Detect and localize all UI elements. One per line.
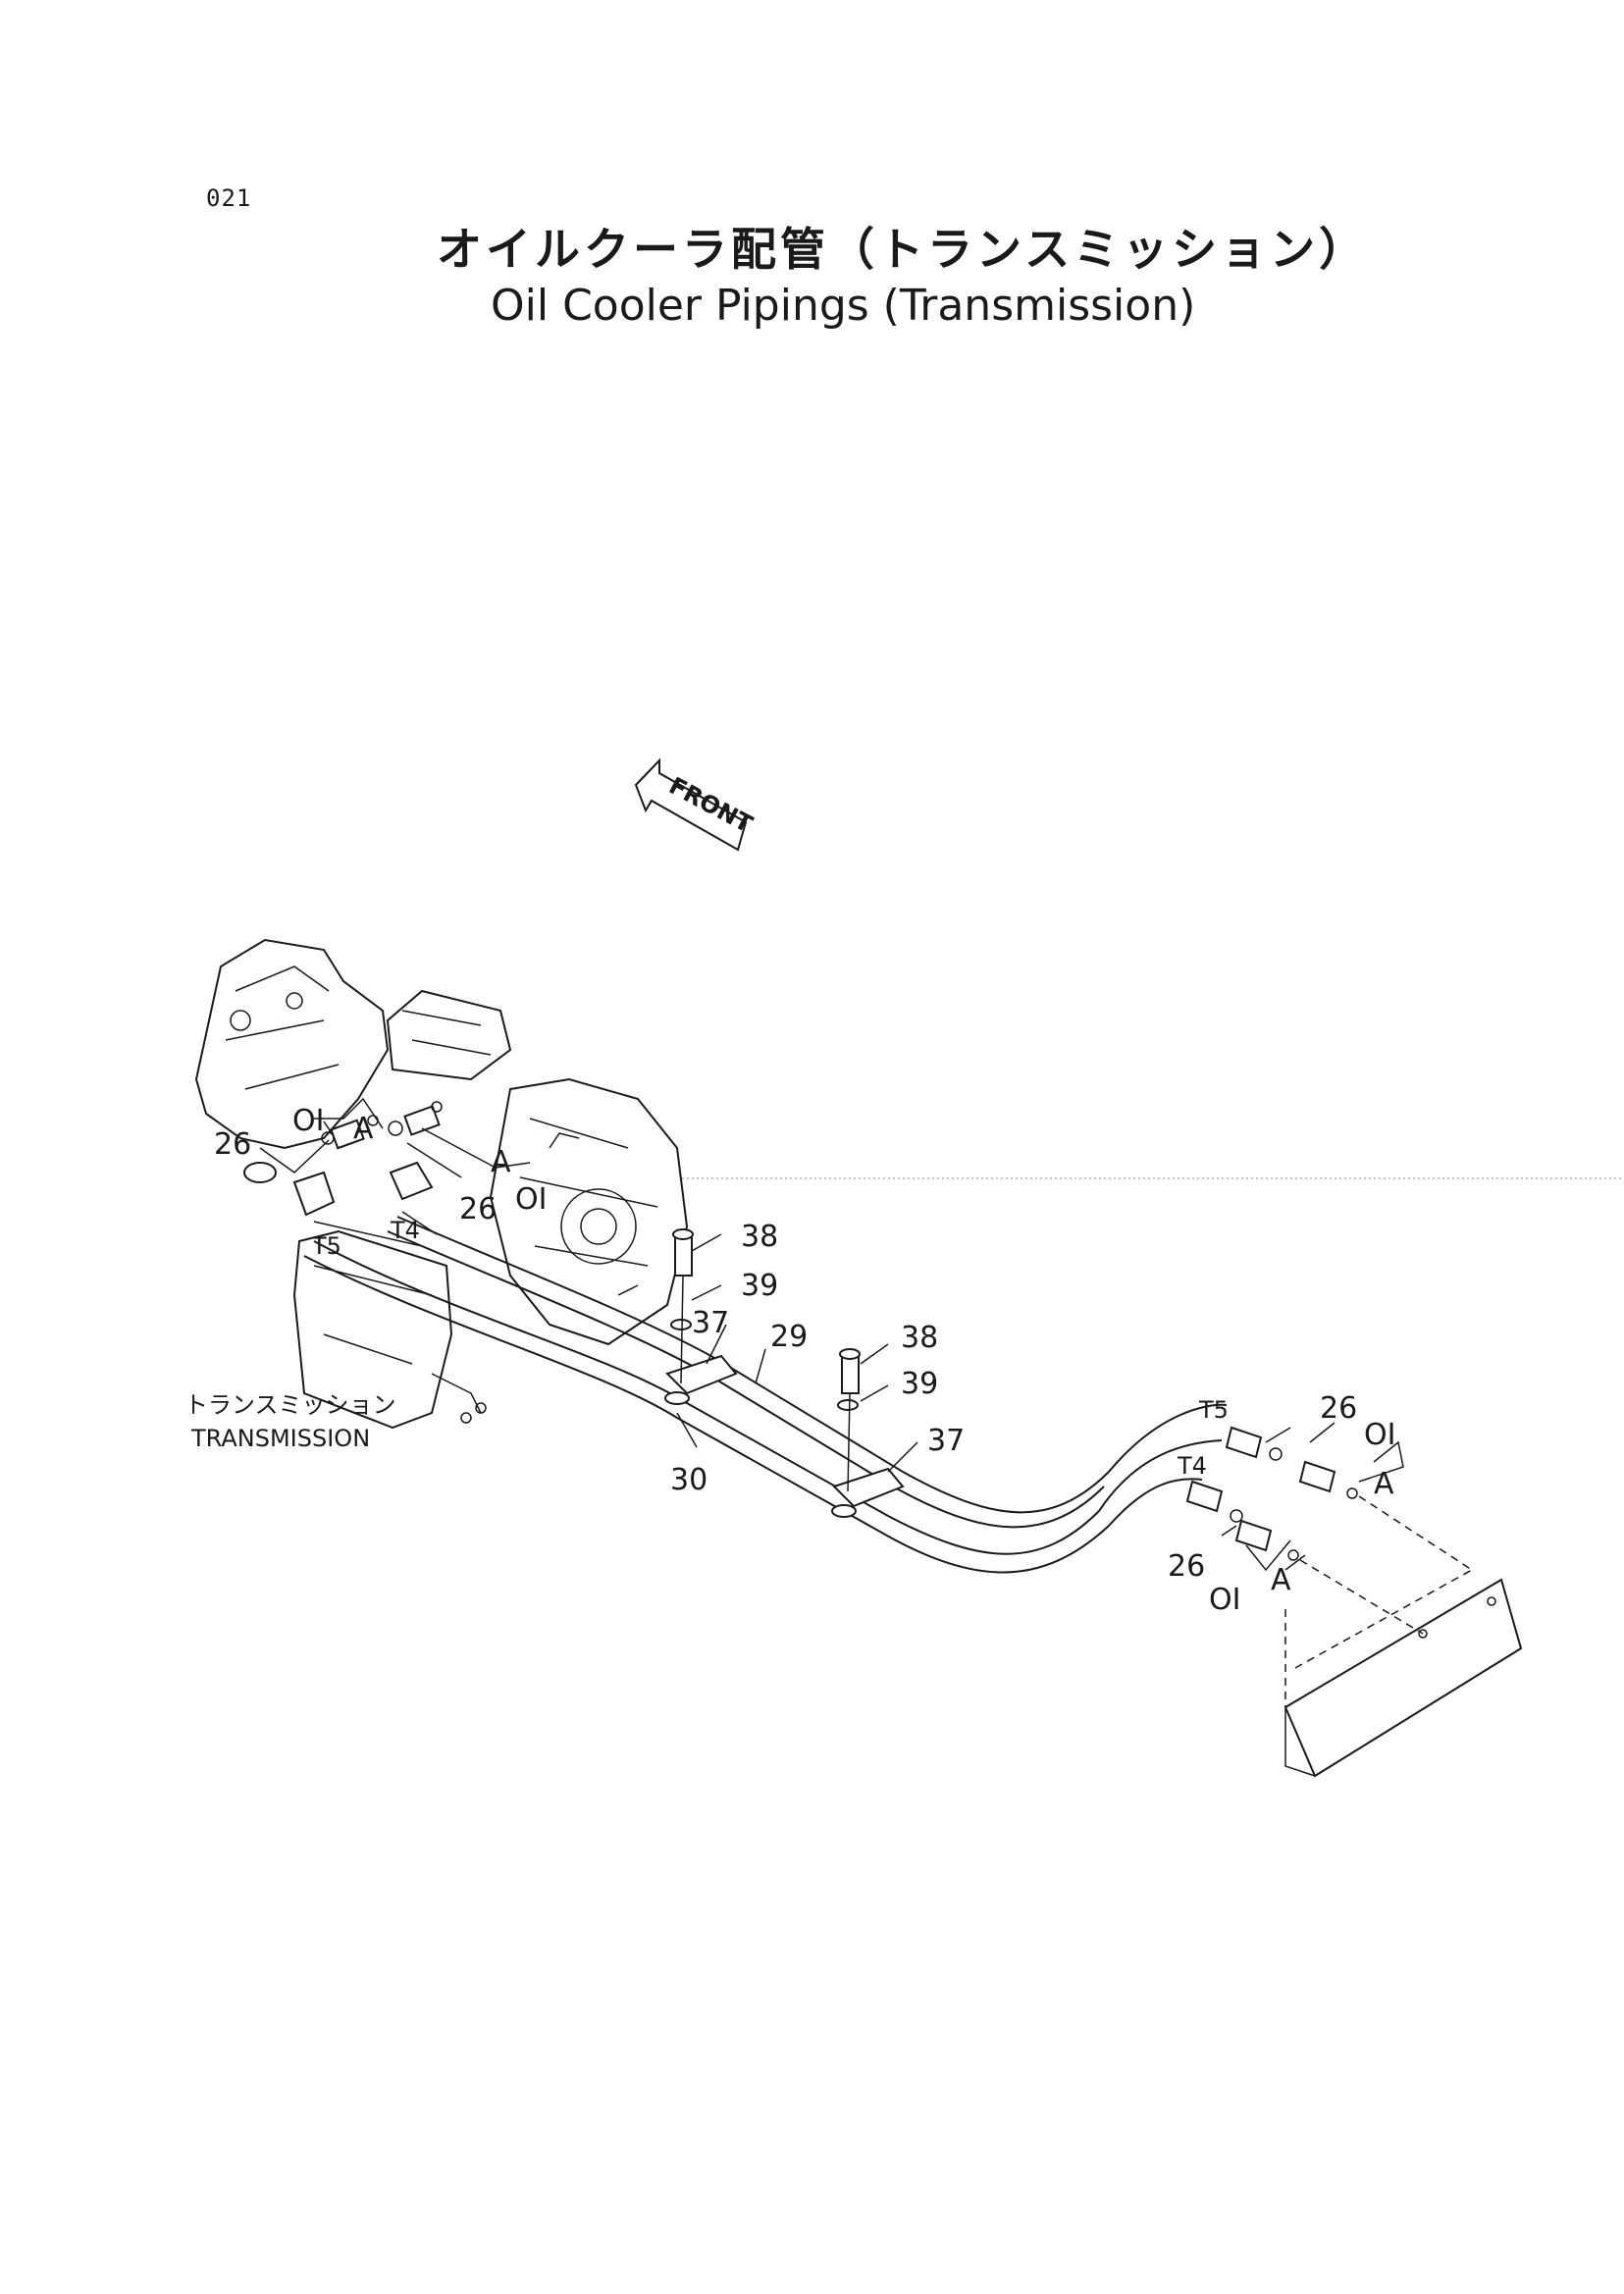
title-english: Oil Cooler Pipings (Transmission) bbox=[491, 281, 1196, 331]
title-japanese: オイルクーラ配管（トランスミッション） bbox=[437, 223, 1369, 276]
callout-labels: OI A 26 A OI 26 T4 T5 38 39 37 29 30 38 … bbox=[214, 1104, 1395, 1617]
fittings bbox=[243, 1101, 1473, 1635]
callout-39-a: 39 bbox=[741, 1269, 778, 1303]
callout-26-a: 26 bbox=[214, 1127, 251, 1162]
callout-26-c: 26 bbox=[1320, 1391, 1357, 1426]
callout-37-b: 37 bbox=[927, 1424, 965, 1458]
transmission-housing bbox=[194, 938, 689, 1430]
callout-38-b: 38 bbox=[901, 1321, 938, 1355]
callout-t5-a: T5 bbox=[311, 1232, 341, 1260]
callout-38-a: 38 bbox=[741, 1220, 778, 1254]
page-number: 021 bbox=[206, 184, 252, 212]
callout-37-a: 37 bbox=[692, 1306, 729, 1340]
callout-01-b: OI bbox=[515, 1182, 547, 1217]
callout-01-c: OI bbox=[1364, 1418, 1395, 1452]
transmission-label: トランスミッション TRANSMISSION bbox=[184, 1391, 396, 1452]
callout-39-b: 39 bbox=[901, 1367, 938, 1401]
transmission-label-en: TRANSMISSION bbox=[190, 1425, 370, 1452]
callout-a-a: A bbox=[353, 1112, 374, 1146]
callout-29: 29 bbox=[770, 1320, 808, 1354]
front-arrow-icon: FRONT bbox=[634, 757, 758, 852]
callout-01-d: OI bbox=[1209, 1583, 1240, 1617]
callout-01-a: OI bbox=[292, 1104, 324, 1138]
oil-cooler bbox=[1283, 1569, 1523, 1778]
callout-a-c: A bbox=[1374, 1467, 1394, 1501]
callout-a-d: A bbox=[1271, 1563, 1291, 1597]
callout-a-b: A bbox=[491, 1145, 511, 1179]
callout-t4-b: T4 bbox=[1177, 1452, 1207, 1480]
transmission-label-jp: トランスミッション bbox=[184, 1391, 396, 1419]
callout-t5-b: T5 bbox=[1198, 1396, 1229, 1424]
callout-26-d: 26 bbox=[1168, 1549, 1205, 1584]
callout-26-b: 26 bbox=[459, 1192, 497, 1226]
callout-30: 30 bbox=[670, 1463, 707, 1497]
leader-lines bbox=[259, 1097, 1404, 1572]
callout-t4-a: T4 bbox=[390, 1217, 420, 1244]
